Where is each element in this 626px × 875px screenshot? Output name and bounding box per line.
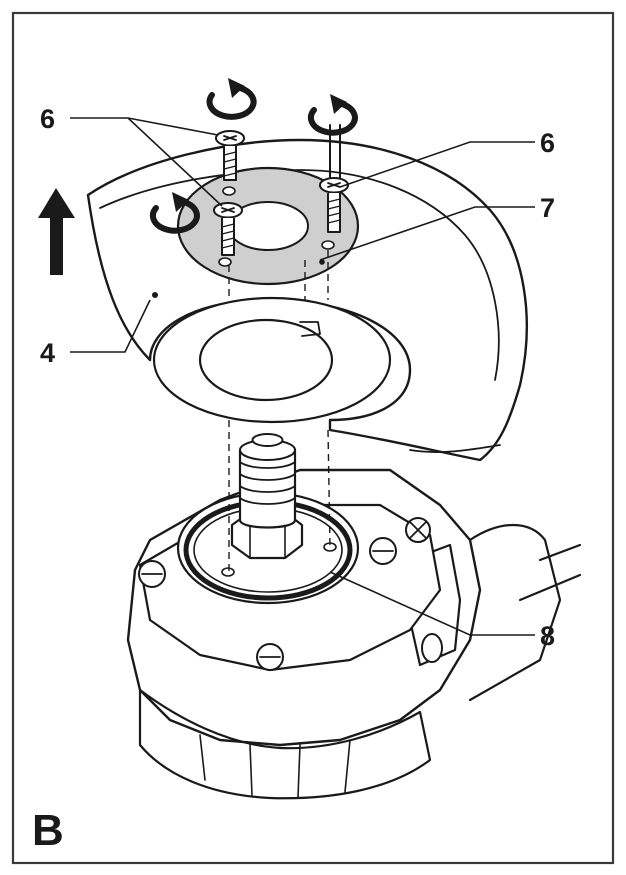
flange-screw xyxy=(138,560,166,588)
up-arrow-icon xyxy=(38,188,75,275)
screw-front xyxy=(213,202,243,256)
callout-o-ring: 8 xyxy=(540,621,555,651)
flange-screw xyxy=(256,643,284,671)
screw-rear xyxy=(215,130,245,181)
gear-head-housing xyxy=(126,433,582,800)
flange-screw xyxy=(369,537,397,565)
callout-screw-left: 6 xyxy=(40,104,55,134)
rotate-counterclockwise-icon xyxy=(206,78,257,120)
leader-lines xyxy=(70,117,535,636)
callout-screw-right: 6 xyxy=(540,128,555,158)
panel-label: B xyxy=(32,806,64,855)
rotate-counterclockwise-icon xyxy=(307,94,358,136)
callout-clamping-plate: 7 xyxy=(540,193,555,223)
callout-guard: 4 xyxy=(40,338,55,368)
alignment-lines xyxy=(228,250,331,572)
figure-frame xyxy=(11,11,615,865)
flange-screw xyxy=(405,517,431,543)
rotate-counterclockwise-icon xyxy=(149,192,200,234)
